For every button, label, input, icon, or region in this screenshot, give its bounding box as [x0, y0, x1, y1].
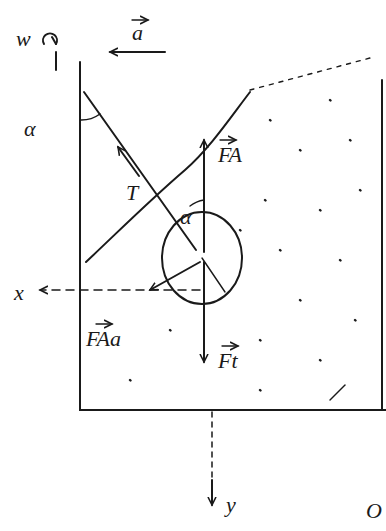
angle-arc [80, 114, 100, 120]
gravity-arrow [203, 262, 205, 362]
sketch-mark [330, 385, 345, 400]
axis-label: y [226, 494, 236, 516]
acceleration-label: a [132, 22, 143, 44]
vector-bar [132, 19, 148, 20]
liquid-dots [130, 100, 361, 391]
buoyancy-arrow [203, 140, 205, 252]
rotation-label: w [16, 28, 31, 50]
angle-label: α [180, 206, 192, 228]
tension-label: T [126, 182, 138, 204]
force-label: Ft [218, 350, 238, 372]
ball-radius [202, 258, 225, 292]
y-axis [211, 480, 213, 505]
thread [84, 92, 196, 250]
liquid-surface [86, 92, 250, 262]
acceleration-arrow [110, 51, 165, 53]
force-label: FA [218, 144, 242, 166]
vector-bar [96, 323, 112, 324]
force-label: FAa [86, 328, 121, 350]
inertial-force-arrow [150, 262, 200, 290]
point-label: O [366, 500, 382, 522]
tension-arrow [118, 147, 139, 176]
ball [162, 212, 242, 304]
rotation-symbol [43, 33, 57, 44]
angle-arc [190, 200, 204, 206]
vector-bar [222, 345, 238, 346]
x-axis [40, 289, 200, 291]
surface-extension [250, 58, 370, 90]
rotation-axis [55, 52, 57, 70]
container-wall [381, 80, 383, 410]
angle-label: α [24, 118, 36, 140]
axis-label: x [14, 282, 24, 304]
vector-bar [220, 139, 236, 140]
container-wall [80, 62, 386, 410]
rotation-symbol [52, 37, 56, 44]
